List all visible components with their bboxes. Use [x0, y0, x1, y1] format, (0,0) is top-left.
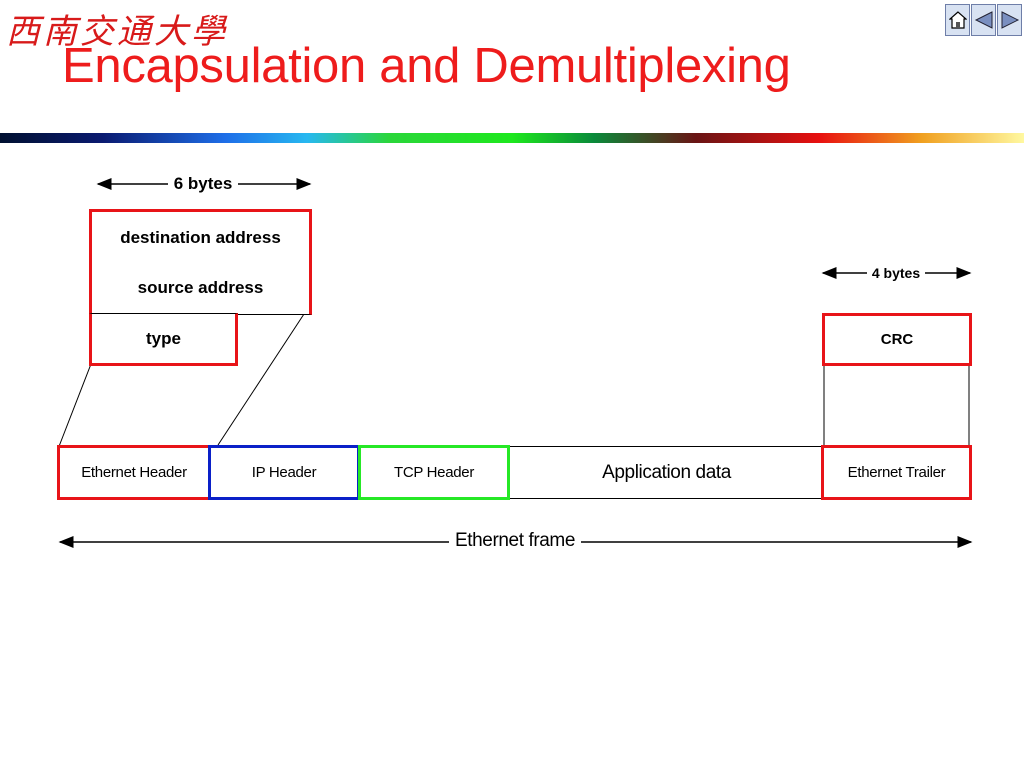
ethernet-frame-label: Ethernet frame: [449, 530, 581, 552]
tcp-header-label: TCP Header: [393, 464, 475, 481]
triangle-right-icon: [1001, 11, 1019, 29]
university-logo: 西南交通大學: [6, 4, 228, 53]
destination-address-field: destination address: [89, 209, 312, 265]
crc-label: CRC: [880, 331, 914, 348]
ethernet-header-label: Ethernet Header: [81, 464, 187, 481]
home-button[interactable]: [945, 4, 970, 36]
source-address-label: source address: [137, 278, 264, 297]
tcp-header-segment: TCP Header: [358, 445, 510, 500]
ip-header-label: IP Header: [251, 464, 317, 481]
home-icon: [948, 11, 967, 29]
six-bytes-label: 6 bytes: [168, 174, 238, 194]
ethernet-trailer-label: Ethernet Trailer: [847, 464, 946, 481]
slide-title: Encapsulation and Demultiplexing: [62, 39, 791, 93]
previous-slide-button[interactable]: [971, 4, 996, 36]
header-zoom-line-left: [57, 363, 92, 450]
ip-header-segment: IP Header: [208, 445, 360, 500]
crc-field: CRC: [822, 313, 972, 366]
four-bytes-label: 4 bytes: [867, 265, 925, 281]
university-logo-text: 西南交通大學: [6, 12, 228, 52]
type-label: type: [146, 328, 181, 348]
color-stripe-divider: [0, 133, 1024, 143]
next-slide-button[interactable]: [997, 4, 1022, 36]
ethernet-header-segment: Ethernet Header: [57, 445, 211, 500]
application-data-label: Application data: [602, 461, 731, 483]
source-address-field: source address: [89, 262, 312, 315]
triangle-left-icon: [974, 11, 992, 29]
slide-navigation: [945, 4, 1023, 38]
header-zoom-line-right: [217, 313, 305, 446]
ethernet-trailer-segment: Ethernet Trailer: [821, 445, 972, 500]
type-field: type: [89, 313, 238, 366]
destination-address-label: destination address: [120, 228, 281, 247]
application-data-segment: Application data: [508, 446, 825, 499]
